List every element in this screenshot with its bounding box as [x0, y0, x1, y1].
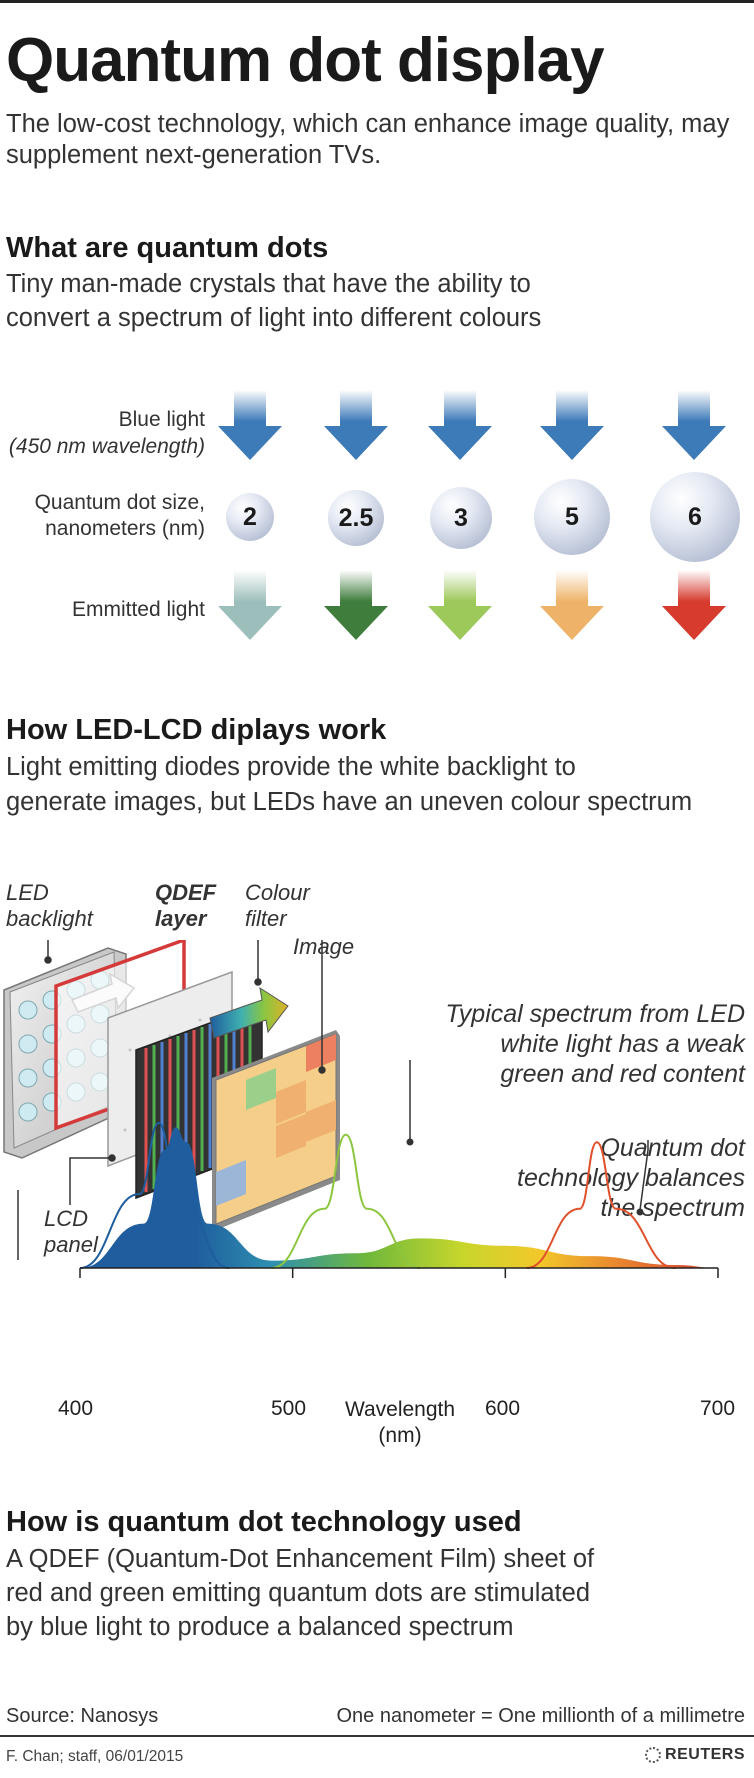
quantum-dot-3nm: 3 — [430, 487, 492, 549]
section1-body-line2: convert a spectrum of light into differe… — [6, 304, 542, 332]
blue-light-wavelength-label: (450 nm wavelength) — [8, 435, 205, 458]
label-lcd-panel-line2: panel — [44, 1232, 98, 1257]
page-subtitle: The low-cost technology, which can enhan… — [6, 110, 730, 169]
quantum-dot-green-peak — [271, 1133, 421, 1269]
x-axis-label: Wavelength (nm) — [344, 1398, 456, 1447]
leader-lines — [17, 940, 326, 1260]
image-panel — [212, 1030, 340, 1230]
label-qdef-line2: layer — [155, 906, 207, 931]
quantum-dot-2-5nm: 2.5 — [328, 490, 384, 546]
emitted-light-label: Emmitted light — [71, 598, 205, 621]
section3-body-line2: red and green emitting quantum dots are … — [6, 1579, 591, 1607]
emitted-light-arrow-3 — [428, 570, 492, 640]
emitted-light-arrow-1 — [218, 570, 282, 640]
x-axis-ticks — [79, 1268, 719, 1278]
annotation-led-spectrum-line2: white light has a weak — [500, 1030, 745, 1058]
credit: F. Chan; staff, 06/01/2015 — [6, 1748, 184, 1765]
label-led-backlight-line1: LED — [6, 880, 49, 905]
section2-body-line2: generate images, but LEDs have an uneven… — [6, 788, 693, 816]
led-spectrum-area — [80, 1127, 718, 1268]
x-tick-700: 700 — [700, 1397, 736, 1420]
quantum-dot-size-label: Quantum dot size, — [34, 491, 205, 514]
display-layers-illustration — [3, 940, 340, 1260]
section3-body-line3: by blue light to produce a balanced spec… — [6, 1613, 514, 1641]
emitted-light-arrow-5 — [662, 570, 726, 640]
quantum-dot-2nm: 2 — [226, 493, 274, 541]
section-heading-what-are-quantum-dots: What are quantum dots — [6, 232, 329, 264]
source-note: Source: Nanosys — [6, 1705, 159, 1727]
label-qdef-line1: QDEF — [155, 880, 217, 905]
reuters-logo-text: REUTERS — [665, 1746, 745, 1763]
label-led-backlight-line2: backlight — [6, 906, 93, 931]
emitted-light-arrow-4 — [540, 570, 604, 640]
reuters-logo: REUTERS — [645, 1746, 745, 1764]
blue-light-arrow-4 — [540, 390, 604, 460]
page-title: Quantum dot display — [6, 26, 605, 95]
blue-light-arrow-3 — [428, 390, 492, 460]
quantum-dot-red-peak — [526, 1141, 676, 1269]
coloured-light-arrow — [209, 986, 289, 1039]
annotation-qd-spectrum-line1: Quantum dot — [600, 1134, 745, 1162]
label-colour-filter-line2: filter — [245, 906, 287, 931]
blue-light-label: Blue light — [118, 408, 205, 431]
annotation-led-spectrum-line1: Typical spectrum from LED — [445, 1000, 745, 1028]
footer-rule — [0, 1735, 754, 1737]
label-image: Image — [293, 934, 355, 959]
section2-body-line1: Light emitting diodes provide the white … — [6, 753, 576, 781]
section1-body-line1: Tiny man-made crystals that have the abi… — [6, 270, 531, 298]
quantum-dot-arrows-diagram — [218, 390, 726, 640]
label-lcd-panel-line1: LCD — [44, 1206, 89, 1231]
x-tick-500: 500 — [271, 1397, 307, 1420]
quantum-dot-5nm: 5 — [534, 479, 610, 555]
spectrum-chart — [79, 1060, 719, 1278]
section-heading-how-is-qd-used: How is quantum dot technology used — [6, 1506, 522, 1538]
quantum-dot-size-unit-label: nanometers (nm) — [45, 517, 205, 540]
annotation-led-spectrum-line3: green and red content — [500, 1060, 745, 1088]
section3-body-line1: A QDEF (Quantum-Dot Enhancement Film) sh… — [6, 1545, 595, 1573]
section-heading-how-led-lcd-works: How LED-LCD diplays work — [6, 714, 387, 746]
blue-light-arrow-1 — [218, 390, 282, 460]
quantum-dot-blue-peak-outline — [79, 1121, 230, 1269]
x-tick-400: 400 — [58, 1397, 94, 1420]
leader-line-qd-spectrum — [639, 1140, 649, 1211]
unit-note: One nanometer = One millionth of a milli… — [336, 1705, 745, 1727]
quantum-dot-6nm: 6 — [650, 472, 740, 562]
blue-light-arrow-5 — [662, 390, 726, 460]
annotation-qd-spectrum-line3: the spectrum — [600, 1194, 745, 1222]
annotation-qd-spectrum-line2: technology balances — [517, 1164, 745, 1192]
label-colour-filter-line1: Colour — [245, 880, 310, 905]
top-rule — [0, 0, 754, 3]
x-tick-600: 600 — [485, 1397, 521, 1420]
blue-light-arrow-2 — [324, 390, 388, 460]
leader-line-led-spectrum — [409, 1060, 411, 1142]
emitted-light-arrow-2 — [324, 570, 388, 640]
reuters-logo-icon — [645, 1746, 662, 1763]
